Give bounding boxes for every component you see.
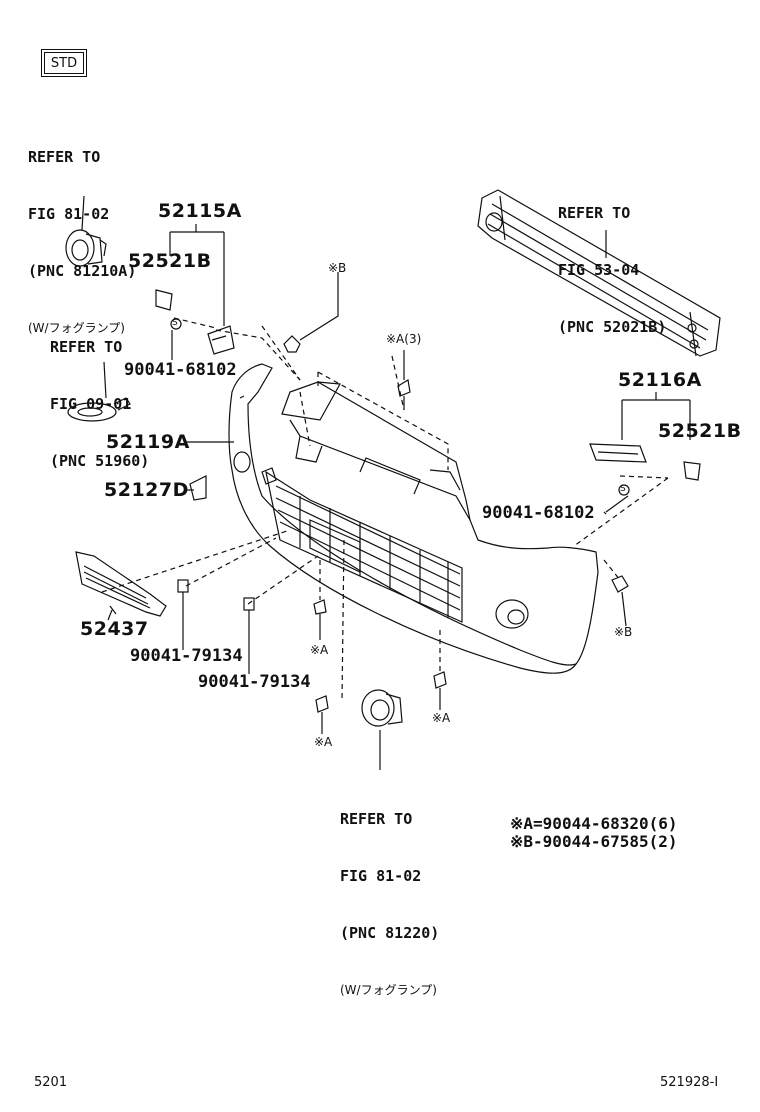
s-symbol-right: S: [620, 484, 626, 494]
s-symbol-left: S: [172, 318, 178, 328]
refer-bottom-line1: REFER TO: [340, 810, 413, 828]
part-90041-79134-b: 90041-79134: [198, 672, 311, 692]
screw-a-bottom-right: [433, 671, 447, 710]
refer-top-left-line3: (PNC 81210A): [28, 262, 137, 280]
refer-top-right-line2: FIG 53-04: [558, 261, 640, 279]
footer-illustration-id: 521928-I: [660, 1075, 719, 1090]
refer-top-left: REFER TO FIG 81-02 (PNC 81210A) (W/フォグラン…: [28, 110, 136, 357]
part-90041-68102-left: 90041-68102: [124, 360, 237, 380]
part-90041-79134-a: 90041-79134: [130, 646, 243, 666]
refer-top-right-line3: (PNC 52021B): [558, 318, 667, 336]
guide-lines: [101, 317, 669, 701]
refer-top-left-line1: REFER TO: [28, 148, 101, 166]
legend-a: ※A=90044-68320(6): [510, 814, 678, 833]
bracket-right: [589, 392, 701, 513]
screw-a-mid: [313, 599, 327, 640]
clip-b-right: [611, 575, 629, 627]
part-52119a: 52119A: [106, 431, 190, 453]
part-52521b-right: 52521B: [658, 420, 742, 442]
screw-a-bottom-left: [315, 695, 329, 734]
refer-left-mid-line2: FIG 09-01: [50, 395, 132, 413]
bumper-cover: [228, 363, 599, 674]
clip-a3: [397, 350, 411, 410]
part-90041-68102-right: 90041-68102: [482, 503, 595, 523]
marker-a-bottom-left: ※A: [314, 735, 333, 749]
clip-b-top: [283, 272, 339, 353]
marker-a-mid: ※A: [310, 643, 329, 657]
refer-bottom-line2: FIG 81-02: [340, 867, 422, 885]
refer-top-right: REFER TO FIG 53-04 (PNC 52021B): [558, 166, 666, 356]
refer-top-left-note: (W/フォグランプ): [28, 321, 125, 335]
refer-top-left-line2: FIG 81-02: [28, 205, 110, 223]
part-52437: 52437: [80, 618, 149, 640]
fog-lamp-right: [361, 689, 403, 770]
leader-52437: [107, 609, 113, 621]
std-badge: STD: [41, 49, 87, 77]
part-52116a: 52116A: [618, 369, 702, 391]
refer-bottom-note: (W/フォグランプ): [340, 983, 437, 997]
refer-bottom-line3: (PNC 81220): [340, 924, 440, 942]
towing-eye: [67, 361, 131, 422]
refer-top-right-line1: REFER TO: [558, 204, 631, 222]
marker-b-right: ※B: [614, 625, 633, 639]
part-52115a: 52115A: [158, 200, 242, 222]
footer-page-code: 5201: [34, 1075, 68, 1090]
part-52127d: 52127D: [104, 479, 189, 501]
bumper-reinforcement: [477, 189, 721, 357]
bracket-left: [155, 224, 235, 360]
part-52521b-left: 52521B: [128, 250, 212, 272]
refer-bottom: REFER TO FIG 81-02 (PNC 81220) (W/フォグランプ…: [340, 772, 439, 1019]
marker-a3: ※A(3): [386, 332, 422, 346]
std-label: STD: [50, 55, 78, 71]
refer-left-mid-line3: (PNC 51960): [50, 452, 150, 470]
marker-b-top: ※B: [328, 261, 347, 275]
fog-lamp-left: [65, 195, 107, 267]
marker-a-bottom-right: ※A: [432, 711, 451, 725]
refer-left-mid-line1: REFER TO: [50, 338, 123, 356]
lower-grille: [75, 551, 167, 617]
refer-left-mid: REFER TO FIG 09-01 (PNC 51960): [50, 300, 149, 490]
cover-52127d: [189, 475, 207, 501]
leader-68102-right: [603, 511, 607, 515]
legend-b: ※B-90044-67585(2): [510, 832, 678, 851]
